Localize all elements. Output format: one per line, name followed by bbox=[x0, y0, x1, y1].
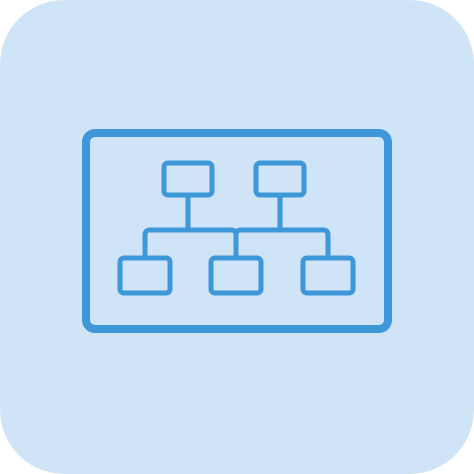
node-bottom-left bbox=[117, 255, 173, 296]
node-bottom-middle bbox=[208, 255, 264, 296]
connector-right bbox=[233, 192, 331, 260]
node-bottom-right bbox=[300, 255, 356, 296]
connector-top-joins bbox=[185, 217, 283, 233]
frame-rect bbox=[82, 129, 392, 333]
